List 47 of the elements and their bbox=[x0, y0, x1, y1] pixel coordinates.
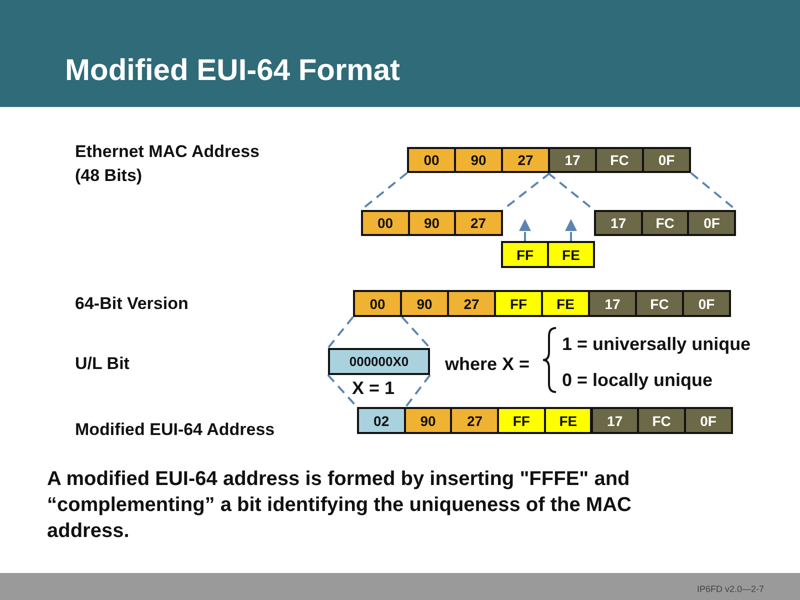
byte-field: 0F bbox=[687, 210, 736, 236]
byte-field: FC bbox=[637, 407, 686, 434]
byte-field: 90 bbox=[408, 210, 456, 236]
dashed-line bbox=[327, 316, 354, 349]
description-text: A modified EUI-64 address is formed by inserting "FFFE" and “complementing” a bit identifying the uniqueness of the MAC address. bbox=[47, 467, 632, 544]
formula-text: where X = bbox=[445, 354, 530, 375]
byte-field: 90 bbox=[454, 147, 503, 173]
byte-field: 0F bbox=[682, 290, 731, 317]
byte-field: 0F bbox=[684, 407, 733, 434]
byte-field: FF bbox=[497, 407, 546, 434]
byte-field: 00 bbox=[353, 290, 402, 317]
byte-field: 27 bbox=[454, 210, 502, 236]
byte-field: 02 bbox=[357, 407, 406, 434]
byte-field: 27 bbox=[450, 407, 500, 434]
byte-field: FC bbox=[640, 210, 690, 236]
byte-field: FE bbox=[541, 290, 590, 317]
byte-field: 00 bbox=[407, 147, 456, 173]
byte-field: 00 bbox=[361, 210, 410, 236]
byte-field: FF bbox=[494, 290, 543, 317]
byte-field: 17 bbox=[594, 210, 643, 236]
byte-field: 27 bbox=[501, 147, 550, 173]
byte-field: FE bbox=[544, 407, 592, 434]
arrow bbox=[565, 219, 577, 241]
formula-text: X = 1 bbox=[352, 378, 395, 399]
slide-number: IP6FD v2.0—2-7 bbox=[697, 584, 764, 594]
byte-field: FF bbox=[501, 241, 549, 268]
byte-field: 90 bbox=[404, 407, 452, 434]
dashed-line bbox=[404, 374, 431, 408]
row-label: U/L Bit bbox=[75, 354, 130, 374]
row-label: Ethernet MAC Address (48 Bits) bbox=[75, 141, 261, 187]
value-label: 0 = locally unique bbox=[562, 370, 713, 391]
byte-field: 17 bbox=[548, 147, 597, 173]
byte-field: FE bbox=[547, 241, 595, 268]
byte-field: FC bbox=[595, 147, 644, 173]
byte-field: 17 bbox=[588, 290, 637, 317]
byte-field: 90 bbox=[400, 290, 449, 317]
arrow bbox=[519, 219, 531, 241]
dashed-line bbox=[401, 316, 431, 349]
bit-field: 000000X0 bbox=[328, 348, 430, 375]
byte-field: FC bbox=[635, 290, 684, 317]
row-label: Modified EUI-64 Address bbox=[75, 420, 275, 440]
byte-field: 0F bbox=[642, 147, 691, 173]
value-label: 1 = universally unique bbox=[562, 334, 751, 355]
row-label: 64-Bit Version bbox=[75, 294, 188, 314]
byte-field: 27 bbox=[447, 290, 496, 317]
slide-title: Modified EUI-64 Format bbox=[65, 54, 400, 88]
byte-field: 17 bbox=[590, 407, 640, 434]
